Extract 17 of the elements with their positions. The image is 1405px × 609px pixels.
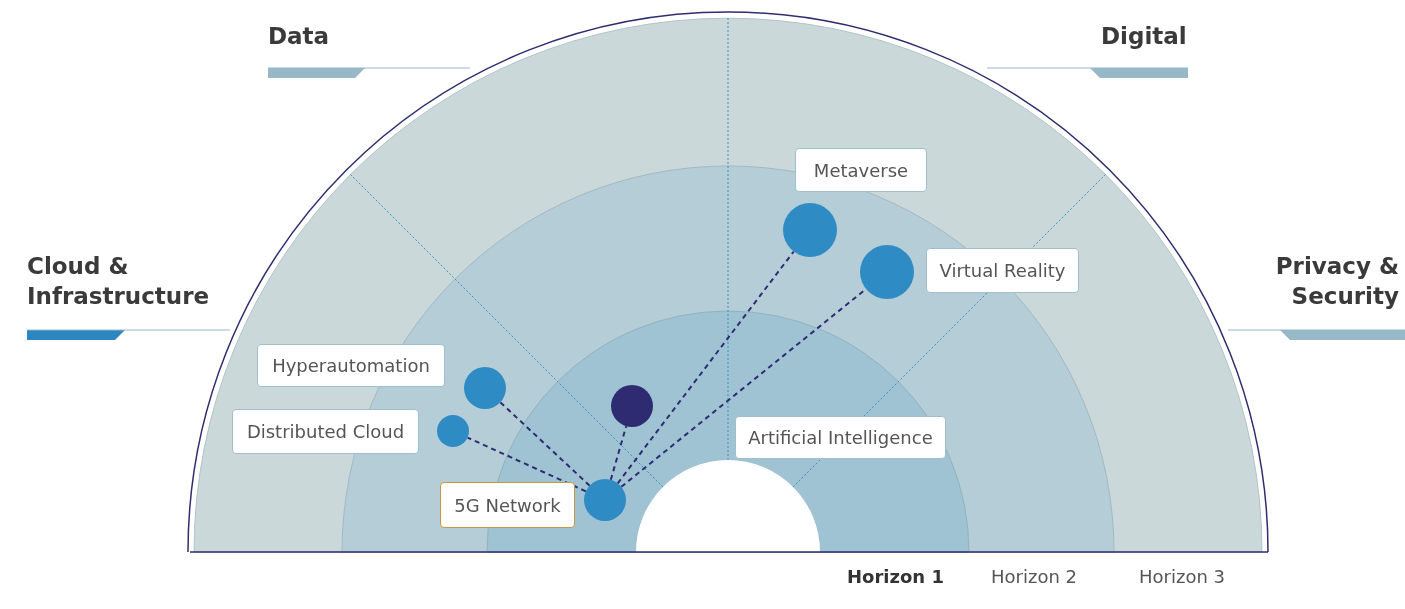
dashed-connector bbox=[466, 436, 587, 493]
dashed-connector bbox=[616, 250, 795, 485]
section-heading: Data bbox=[268, 22, 330, 51]
label-box: Metaverse bbox=[795, 148, 927, 192]
dashed-connector bbox=[499, 401, 591, 487]
horizon-label: Horizon 3 bbox=[1139, 566, 1225, 587]
label-box: 5G Network bbox=[440, 482, 575, 528]
label-box: Artificial Intelligence bbox=[735, 416, 946, 459]
label-box: Distributed Cloud bbox=[232, 409, 419, 454]
label-box: Virtual Reality bbox=[926, 248, 1079, 293]
horizon-label: Horizon 1 bbox=[847, 566, 944, 587]
section-heading: Privacy & Security bbox=[1274, 252, 1399, 311]
dashed-connector bbox=[609, 425, 628, 481]
label-box: Hyperautomation bbox=[257, 344, 445, 387]
section-heading: Digital bbox=[1101, 22, 1187, 51]
horizon-label: Horizon 2 bbox=[991, 566, 1077, 587]
section-heading: Cloud & Infrastructure bbox=[27, 252, 211, 311]
